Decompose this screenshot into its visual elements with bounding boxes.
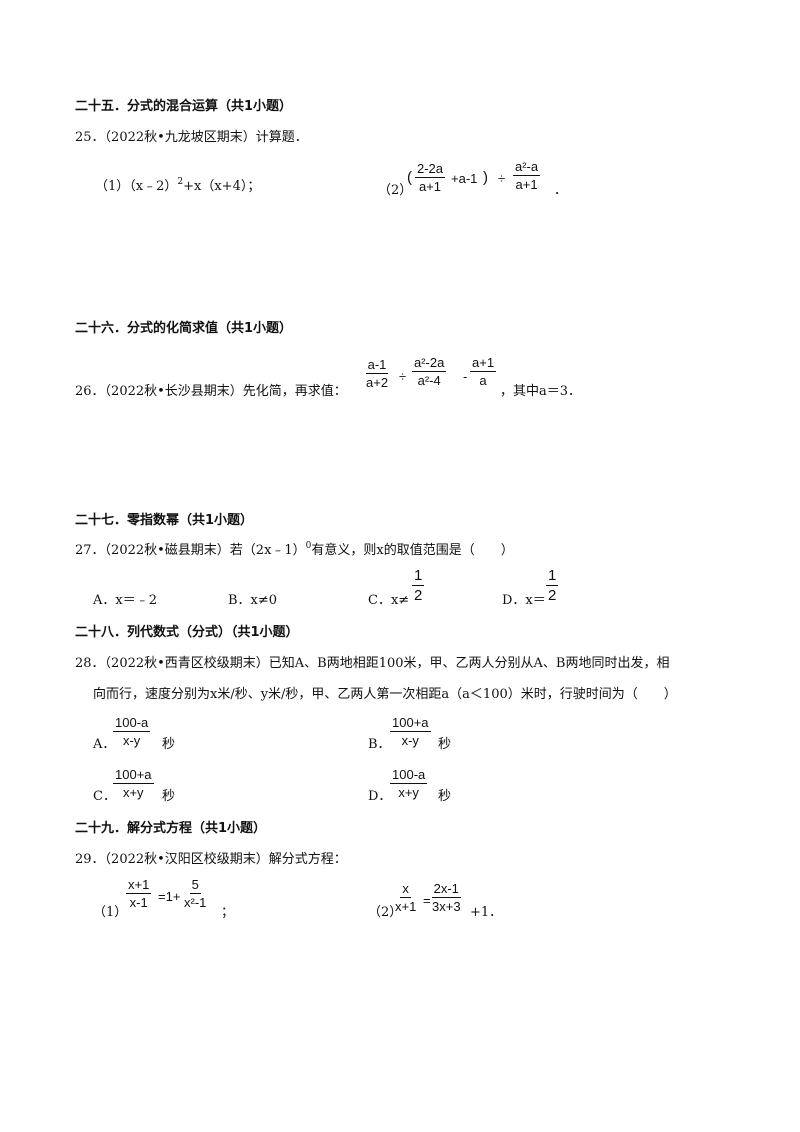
section-29-heading: 二十九．解分式方程（共1小题）: [75, 821, 267, 836]
q28-option-c-fraction: 100+a x+y: [113, 768, 154, 799]
fraction-numerator: a+1: [470, 355, 497, 372]
fraction-denominator: x-y: [401, 733, 419, 748]
q28-option-a-label: A．: [93, 737, 116, 752]
q27-option-c-fraction: 1 2: [412, 567, 425, 604]
fraction-numerator: 1: [546, 567, 559, 586]
fraction-numerator: a²-2a: [412, 355, 447, 372]
q25-part2-fraction-1: 2-2a a+1: [415, 161, 446, 194]
q26-tail: ，其中a＝3．: [500, 384, 582, 399]
q28-option-d-fraction: 100-a x+y: [390, 767, 428, 800]
fraction-denominator: x+y: [122, 785, 144, 800]
fraction-denominator: x-y: [122, 733, 141, 748]
fraction-denominator: a+1: [515, 177, 538, 192]
question-26-text: 26．（2022秋•长沙县期末）先化简，再求值：: [75, 384, 347, 399]
q28-option-d-label: D．: [368, 789, 392, 804]
section-26-heading: 二十六．分式的化简求值（共1小题）: [75, 321, 293, 336]
q28-option-b-fraction: 100+a x-y: [390, 716, 431, 747]
q25-part2-close-paren: ): [483, 169, 488, 186]
q25-part1-rest: +x（x+4）；: [183, 179, 261, 194]
fraction-denominator: x+y: [398, 785, 419, 800]
fraction-denominator: x²-1: [184, 895, 207, 910]
fraction-denominator: 2: [414, 587, 423, 604]
q29-part2-label: （2）: [368, 905, 403, 920]
q25-part2-open-paren: (: [407, 169, 412, 186]
q29-part2-equals: =: [423, 893, 431, 908]
q28-option-b-label: B．: [368, 737, 391, 752]
q26-divide: ÷: [399, 369, 407, 384]
q27-option-b: B．x≠0: [228, 593, 278, 608]
fraction-numerator: 2x-1: [431, 881, 461, 898]
fraction-denominator: a+1: [418, 179, 442, 194]
q29-part1-fraction-1: x+1 x-1: [126, 877, 152, 910]
q26-fraction-1: a-1 a+2: [364, 358, 390, 389]
question-29-text: 29．（2022秋•汉阳区校级期末）解分式方程：: [75, 852, 347, 867]
question-25-text: 25．（2022秋•九龙坡区期末）计算题．: [75, 130, 308, 145]
q29-part2-fraction-1: x x+1: [393, 882, 418, 913]
q26-fraction-3: a+1 a: [470, 355, 497, 388]
q27-option-c: C．x≠: [368, 593, 410, 608]
section-27-heading: 二十七．零指数幂（共1小题）: [75, 513, 254, 528]
q25-part2-label: （2）: [378, 183, 413, 198]
fraction-denominator: a+2: [366, 375, 389, 390]
fraction-denominator: x-1: [129, 895, 148, 910]
q25-part2-middle: +a-1: [451, 171, 478, 186]
section-25-heading: 二十五．分式的混合运算（共1小题）: [75, 99, 293, 114]
fraction-numerator: a²-a: [513, 159, 541, 176]
q25-part1-expr: （x﹣2）: [129, 179, 178, 194]
q29-part2-end: +1．: [470, 905, 503, 920]
question-28-line1: 28．（2022秋•西青区校级期末）已知A、B两地相距100米，甲、乙两人分别从…: [75, 656, 670, 671]
section-28-heading: 二十八．列代数式（分式）（共1小题）: [75, 625, 299, 640]
q27-exponent: 0: [305, 541, 312, 551]
q27-option-d-fraction: 1 2: [546, 567, 559, 604]
q28-option-d-unit: 秒: [438, 789, 452, 804]
q27-option-a: A．x＝﹣2: [93, 593, 157, 608]
fraction-numerator: 100-a: [113, 715, 151, 732]
q29-part1-end: ；: [221, 905, 235, 920]
fraction-numerator: 2-2a: [415, 161, 446, 178]
fraction-denominator: 2: [548, 587, 557, 604]
q28-option-a-unit: 秒: [162, 737, 176, 752]
q25-part2-end: ．: [554, 183, 568, 198]
fraction-numerator: x: [400, 881, 411, 898]
fraction-numerator: x+1: [126, 877, 152, 894]
q29-part1-fraction-2: 5 x²-1: [182, 878, 208, 909]
q27-text-a: 27．（2022秋•磁县期末）若（2x﹣1）: [75, 543, 306, 558]
q27-option-d: D．x＝: [502, 593, 546, 608]
question-28-line2: 向而行，速度分别为x米/秒、y米/秒，甲、乙两人第一次相距a（a＜100）米时，…: [93, 687, 677, 702]
q25-part2-fraction-2: a²-a a+1: [513, 159, 541, 192]
q26-fraction-2: a²-2a a²-4: [412, 355, 447, 388]
q25-part1: （1）（x﹣2）2+x（x+4）；: [95, 177, 261, 194]
q28-option-c-label: C．: [93, 789, 116, 804]
fraction-numerator: a-1: [365, 357, 389, 374]
fraction-denominator: a: [479, 373, 487, 388]
q29-part1-equals: =1+: [158, 889, 181, 904]
q26-minus: -: [463, 369, 468, 384]
q29-part2-fraction-2: 2x-1 3x+3: [430, 882, 463, 913]
fraction-numerator: 100+a: [113, 767, 154, 784]
q28-option-c-unit: 秒: [162, 789, 176, 804]
fraction-numerator: 1: [412, 567, 425, 586]
q25-part1-exponent: 2: [177, 177, 184, 187]
fraction-numerator: 5: [189, 877, 201, 894]
question-27-text: 27．（2022秋•磁县期末）若（2x﹣1）0有意义，则x的取值范围是（ ）: [75, 541, 514, 558]
fraction-denominator: 3x+3: [432, 899, 461, 914]
q27-text-b: 有意义，则x的取值范围是（ ）: [311, 543, 514, 558]
q28-option-a-fraction: 100-a x-y: [113, 715, 151, 748]
q25-part2-divide: ÷: [498, 171, 506, 186]
fraction-numerator: 100-a: [390, 767, 428, 784]
fraction-denominator: a²-4: [417, 373, 441, 388]
q29-part1-label: （1）: [93, 905, 128, 920]
q28-option-b-unit: 秒: [438, 737, 452, 752]
fraction-numerator: 100+a: [390, 715, 431, 732]
fraction-denominator: x+1: [395, 899, 417, 914]
q25-part1-label: （1）: [95, 179, 130, 194]
